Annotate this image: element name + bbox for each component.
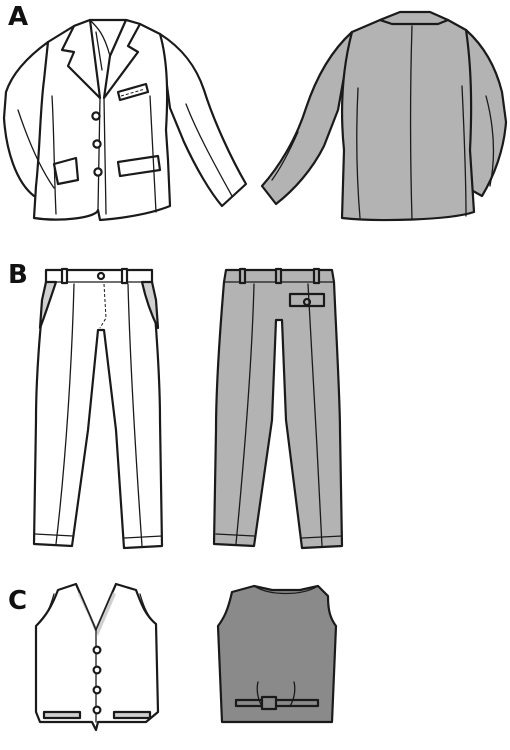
waistcoat-button-2	[92, 665, 102, 675]
trousers-front-outline	[32, 268, 164, 550]
jacket-front-body	[32, 18, 172, 222]
jacket-button-2	[92, 139, 102, 149]
jacket-back-collar	[378, 10, 450, 26]
trousers-front-right-pocket	[140, 280, 160, 330]
jacket-back-left-sleeve	[260, 30, 354, 206]
waistcoat-left-pocket	[42, 710, 82, 720]
waistcoat-front	[34, 582, 160, 732]
waistcoat-button-3	[92, 685, 102, 695]
jacket-button-1	[91, 111, 101, 121]
waistcoat-back	[216, 584, 338, 724]
jacket-back-center-seam	[409, 25, 413, 221]
trousers-front-left-pocket	[38, 280, 58, 330]
trousers-back-outline	[212, 268, 344, 550]
jacket-back	[260, 10, 508, 222]
trousers-waist-button	[96, 271, 106, 281]
jacket-back-body	[340, 12, 476, 222]
trousers-front	[32, 267, 164, 550]
waistcoat-back-buckle	[260, 695, 278, 711]
view-label-a: A	[8, 2, 29, 32]
waistcoat-back-outline	[216, 584, 338, 724]
view-label-b: B	[8, 260, 28, 290]
jacket-front-right-pocket-flap	[116, 154, 162, 178]
back-belt-loop-1	[238, 267, 247, 285]
waistcoat-button-4	[92, 705, 102, 715]
belt-loop-1	[60, 267, 69, 285]
waistcoat-button-1	[92, 645, 102, 655]
jacket-button-3	[93, 167, 103, 177]
jacket-front	[2, 18, 248, 222]
view-label-c: C	[8, 586, 28, 616]
jacket-front-right-sleeve	[158, 32, 248, 208]
jacket-front-neckline	[89, 19, 111, 57]
back-belt-loop-2	[274, 267, 283, 285]
jacket-back-right-sleeve	[462, 28, 508, 198]
trousers-back	[212, 267, 344, 550]
waistcoat-right-pocket	[112, 710, 152, 720]
jacket-front-left-pocket-flap	[52, 156, 80, 186]
back-belt-loop-3	[312, 267, 321, 285]
belt-loop-2	[120, 267, 129, 285]
trousers-fly-stitching	[99, 283, 107, 329]
